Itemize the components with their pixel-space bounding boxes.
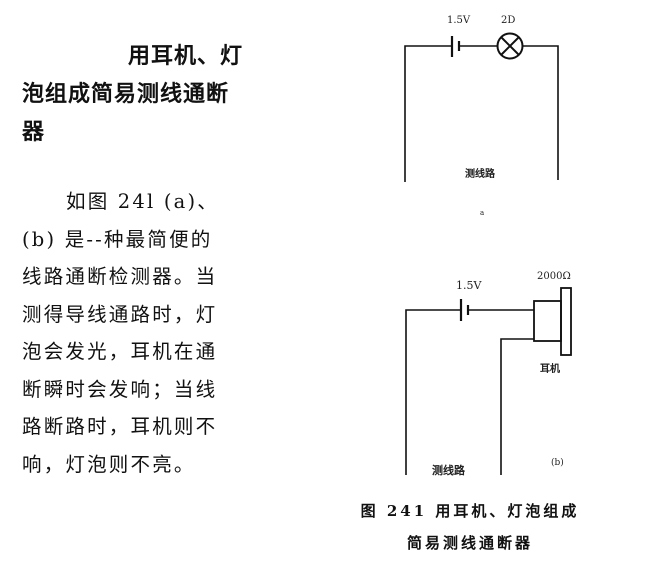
lamp-label-a: 2D [501,15,515,26]
wire-b-right [500,338,534,475]
paragraph-line: 断瞬时会发响；当线 [22,377,218,401]
wire-a-right [523,45,559,180]
subfigure-label-b: (b) [551,457,564,468]
figure-b-circuit [405,287,572,475]
body-paragraph: 如图 24l (a)、 (b) 是--种最简便的 线路通断检测器。当 测得导线通… [22,183,252,483]
line-label-a: 测线路 [465,167,496,180]
heading-line-3: 器 [22,120,46,145]
battery-label-b: 1.5V [456,279,482,292]
lamp-icon [496,32,524,60]
paragraph-line: 响，灯泡则不亮。 [22,452,196,476]
heading-line-1: 用耳机、灯 [127,44,243,69]
earphone-body-icon [533,300,562,342]
battery-label-a: 1.5V [447,15,471,26]
wire-b-left [405,309,461,475]
figure-caption-line-2: 简易测线通断器 [406,534,533,552]
heading-line-2: 泡组成简易测线通断 [22,82,230,107]
paragraph-line: (b) 是--种最简便的 [22,227,213,251]
article-heading: 用耳机、灯 泡组成简易测线通断 器 [22,38,247,152]
subfigure-label-a: a [480,209,484,217]
paragraph-line: 测得导线通路时，灯 [22,302,218,326]
earphone-label: 耳机 [540,362,560,375]
paragraph-line: 如图 24l (a)、 [66,190,219,213]
line-label-b: 测线路 [432,463,466,477]
earphone-rating-label: 2000Ω [537,271,571,282]
figure-caption-line-1: 图 241 用耳机、灯泡组成 [360,502,580,520]
figure-a-circuit [404,32,559,182]
paragraph-line: 路断路时，耳机则不 [22,415,218,438]
wire-a-left [404,45,452,182]
paragraph-line: 线路通断检测器。当 [22,265,218,288]
paragraph-line: 泡会发光，耳机在通 [22,340,218,363]
earphone-plate-icon [560,287,572,356]
